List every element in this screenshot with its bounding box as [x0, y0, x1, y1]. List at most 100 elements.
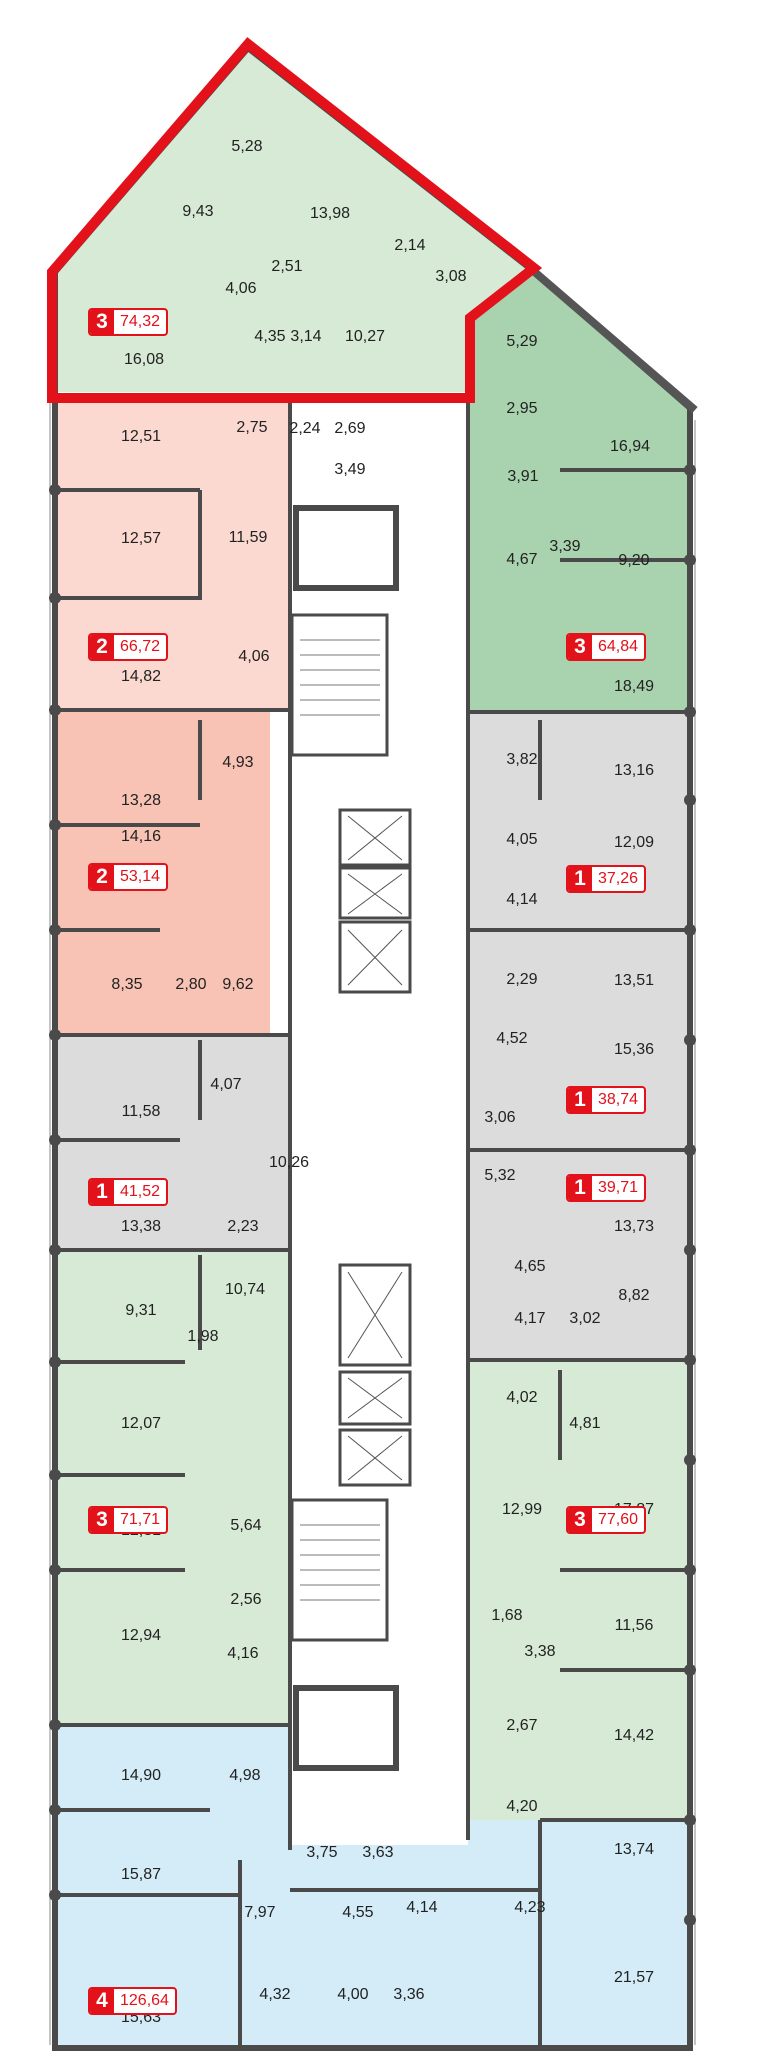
room-area-label: 13,51 — [613, 972, 655, 989]
room-area-label: 10,26 — [268, 1154, 310, 1171]
room-area-label: 8,35 — [111, 976, 143, 993]
room-area-label: 5,64 — [230, 1517, 262, 1534]
room-area-label: 2,29 — [506, 971, 538, 988]
room-area-label: 4,32 — [259, 1986, 291, 2003]
room-area-label: 2,75 — [236, 419, 268, 436]
apartment-area: 66,72 — [120, 638, 161, 655]
room-area-label: 12,09 — [613, 834, 655, 851]
room-area-label: 2,14 — [394, 237, 426, 254]
room-area-label: 13,74 — [613, 1841, 655, 1858]
apartment-badge[interactable]: 4 126,64 — [88, 1987, 177, 2015]
room-area-label: 2,69 — [334, 420, 366, 437]
room-area-label: 3,06 — [484, 1109, 516, 1126]
room-count: 1 — [568, 867, 592, 891]
room-count: 1 — [90, 1180, 114, 1204]
room-count: 3 — [568, 635, 592, 659]
room-area-label: 1,68 — [491, 1607, 523, 1624]
room-count: 3 — [90, 1508, 114, 1532]
room-area-label: 4,35 — [254, 328, 286, 345]
apartment-area: 71,71 — [120, 1511, 161, 1528]
apartment-fill-3-71-71 — [58, 1250, 288, 1725]
apartment-area: 64,84 — [598, 638, 639, 655]
room-area-label: 13,73 — [613, 1218, 655, 1235]
room-count: 3 — [568, 1508, 592, 1532]
room-area-label: 9,20 — [618, 552, 650, 569]
room-area-label: 4,65 — [514, 1258, 546, 1275]
room-area-label: 4,06 — [225, 280, 257, 297]
room-area-label: 11,56 — [614, 1617, 654, 1634]
room-area-label: 12,07 — [120, 1415, 162, 1432]
right-diagonal-wall — [527, 264, 698, 414]
room-area-label: 4,52 — [496, 1030, 528, 1047]
room-area-label: 3,82 — [506, 751, 538, 768]
room-area-label: 13,28 — [120, 792, 162, 809]
room-area-label: 4,16 — [227, 1645, 259, 1662]
room-area-label: 14,16 — [120, 828, 162, 845]
apartment-area: 126,64 — [120, 1992, 169, 2009]
room-area-label: 3,14 — [290, 328, 322, 345]
room-area-label: 14,90 — [120, 1767, 162, 1784]
room-area-label: 5,32 — [484, 1167, 516, 1184]
room-area-label: 2,95 — [506, 400, 538, 417]
room-area-label: 16,08 — [123, 351, 165, 368]
room-area-label: 9,62 — [222, 976, 254, 993]
room-area-label: 7,97 — [244, 1904, 276, 1921]
apartment-area: 41,52 — [120, 1183, 161, 1200]
room-area-label: 13,16 — [613, 762, 655, 779]
room-area-label: 4,81 — [569, 1415, 601, 1432]
room-area-label: 4,14 — [506, 891, 538, 908]
room-count: 2 — [90, 865, 114, 889]
room-area-label: 10,27 — [344, 328, 386, 345]
selected-apartment-outline — [47, 37, 543, 403]
room-area-label: 4,07 — [210, 1076, 242, 1093]
room-area-label: 4,17 — [514, 1310, 546, 1327]
room-count: 3 — [90, 310, 114, 334]
room-area-label: 3,38 — [524, 1643, 556, 1660]
room-area-label: 18,49 — [613, 678, 655, 695]
room-area-label: 11,58 — [121, 1103, 161, 1120]
room-area-label: 3,02 — [569, 1310, 601, 1327]
room-area-label: 4,05 — [506, 831, 538, 848]
room-area-label: 2,67 — [506, 1717, 538, 1734]
room-area-label: 2,23 — [227, 1218, 259, 1235]
room-area-label: 4,93 — [222, 754, 254, 771]
room-area-label: 16,94 — [609, 438, 651, 455]
room-area-label: 4,67 — [506, 551, 538, 568]
room-area-label: 2,56 — [230, 1591, 262, 1608]
room-area-label: 10,74 — [224, 1281, 266, 1298]
room-area-label: 12,94 — [120, 1627, 162, 1644]
room-area-label: 15,36 — [613, 1041, 655, 1058]
room-area-label: 3,91 — [507, 468, 539, 485]
room-count: 4 — [90, 1989, 114, 2013]
apartment-fill-blue-right — [540, 1820, 690, 2045]
room-area-label: 4,14 — [406, 1899, 438, 1916]
room-area-label: 4,23 — [514, 1899, 546, 1916]
room-area-label: 13,38 — [120, 1218, 162, 1235]
room-area-label: 14,82 — [120, 668, 162, 685]
apartment-area: 38,74 — [598, 1091, 639, 1108]
room-area-label: 4,98 — [229, 1767, 261, 1784]
room-area-label: 2,80 — [175, 976, 207, 993]
room-area-label: 9,31 — [125, 1302, 157, 1319]
room-area-label: 3,63 — [362, 1844, 394, 1861]
apartment-fill-3-64-84 — [468, 270, 690, 712]
room-area-label: 12,99 — [501, 1501, 543, 1518]
room-area-label: 3,75 — [306, 1844, 338, 1861]
room-area-label: 1,98 — [187, 1328, 219, 1345]
room-area-label: 3,39 — [549, 538, 581, 555]
room-area-label: 14,42 — [613, 1727, 655, 1744]
room-area-label: 3,08 — [435, 268, 467, 285]
room-area-label: 4,20 — [506, 1798, 538, 1815]
room-area-label: 5,29 — [506, 333, 538, 350]
shaft-lower — [293, 1685, 399, 1771]
